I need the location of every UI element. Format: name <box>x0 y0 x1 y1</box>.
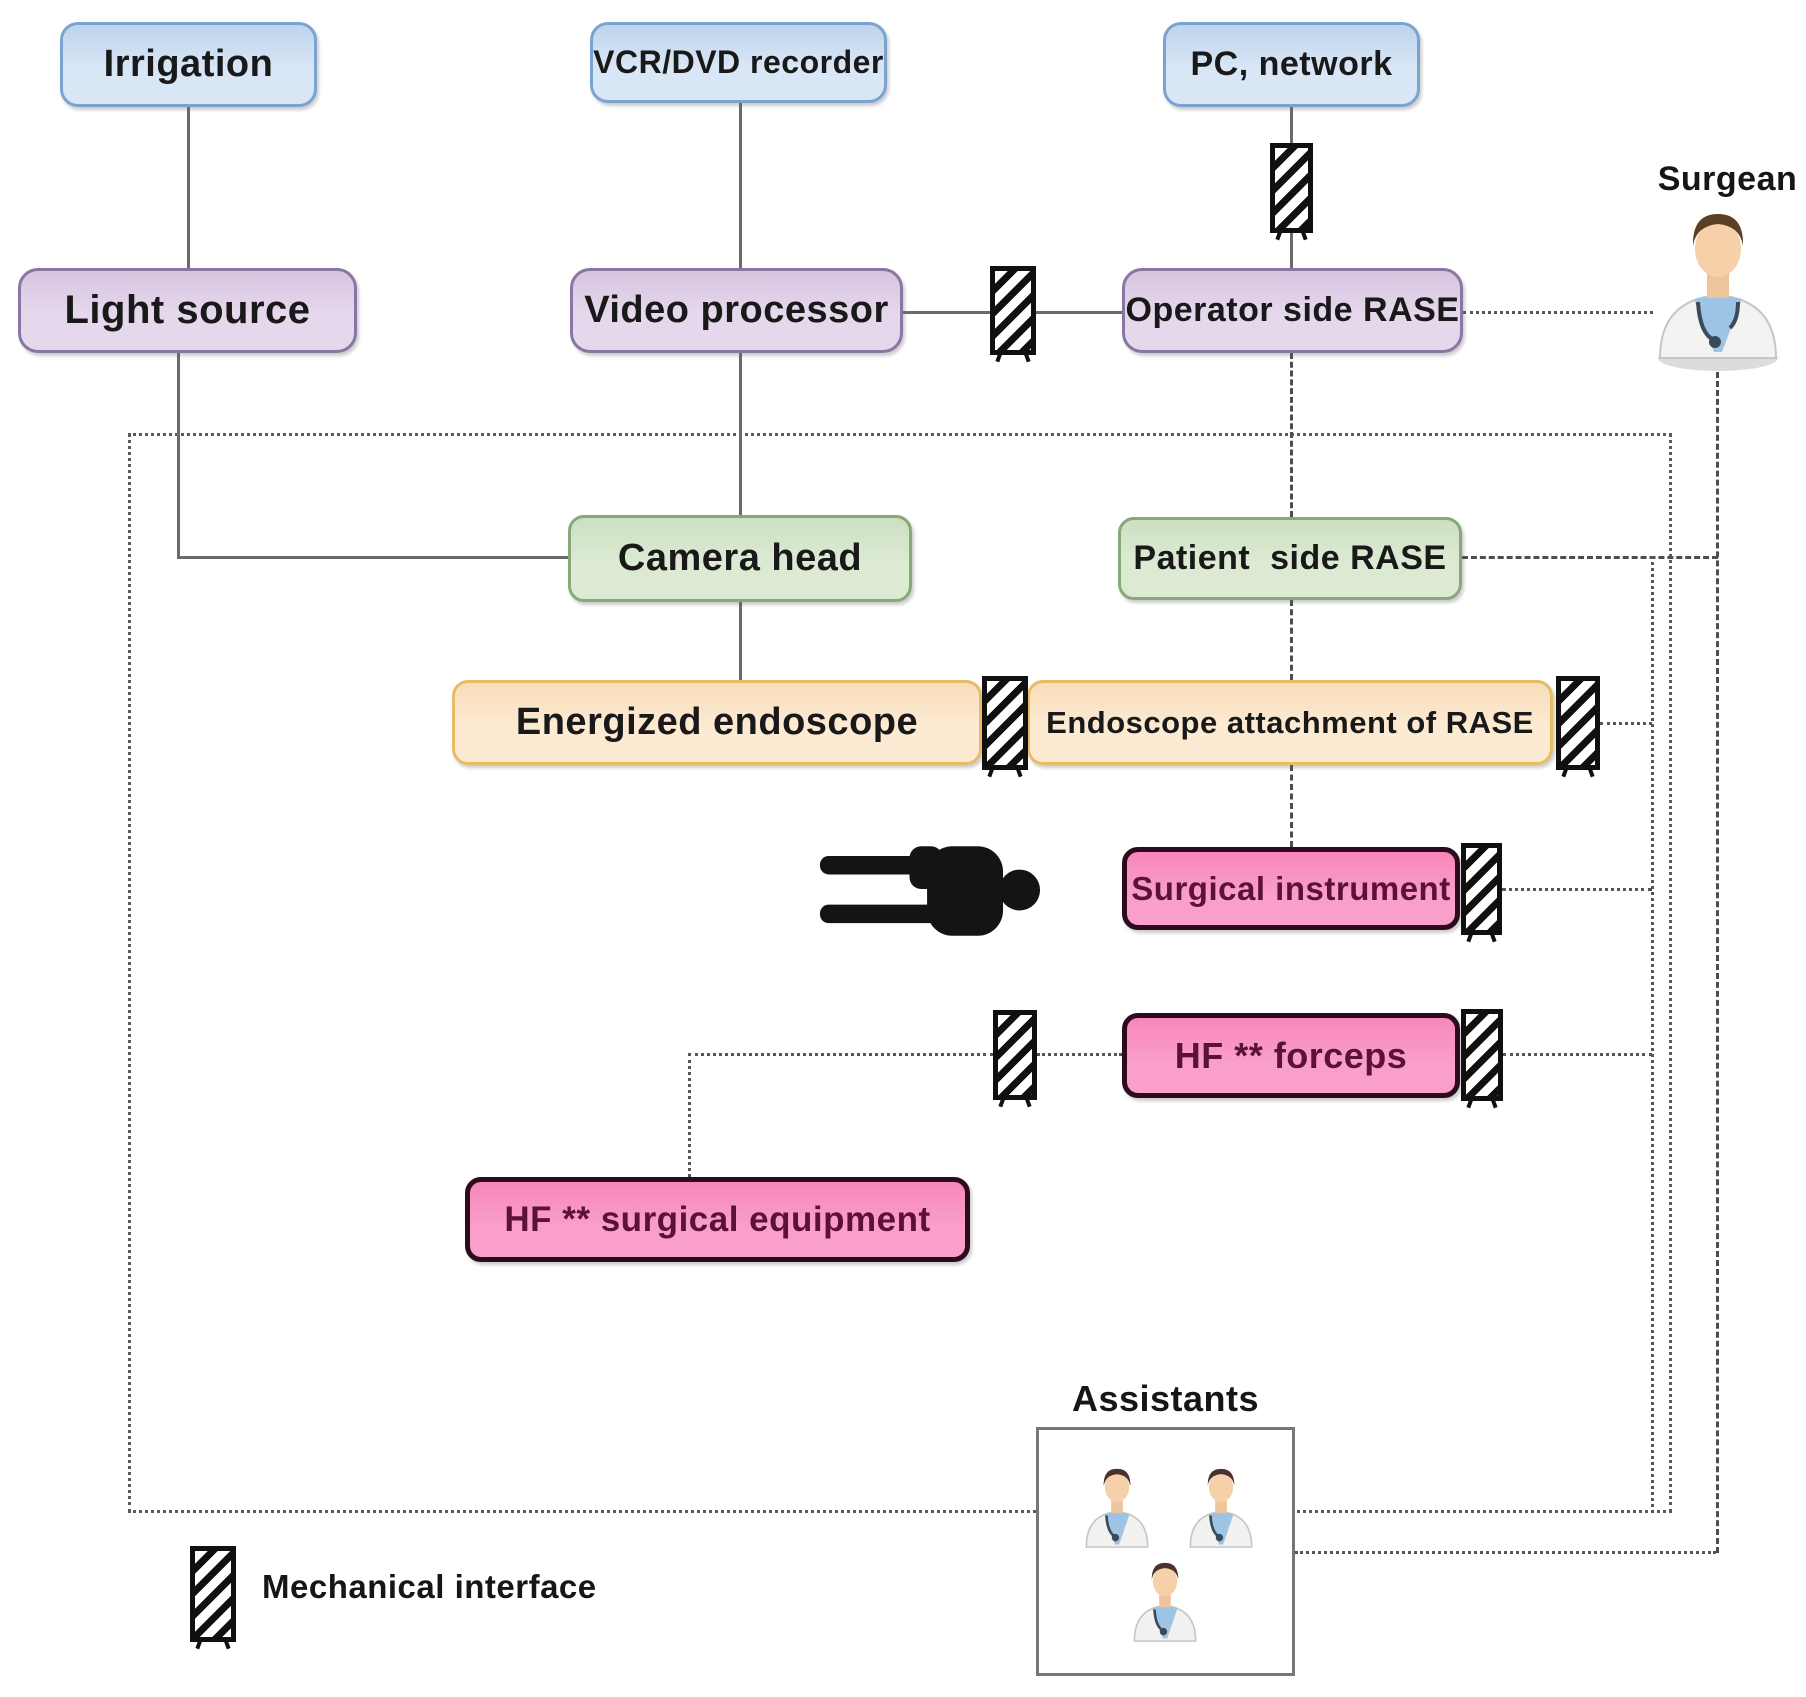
mechanical-interface-icon <box>990 266 1036 355</box>
surgeon-label-text: Surgean <box>1657 160 1798 198</box>
mechanical-interface-icon <box>1461 843 1502 935</box>
box-endoscope-attachment: Endoscope attachment of RASE <box>1027 680 1553 765</box>
connector-mi-forceps <box>1037 1053 1122 1056</box>
box-hf-surgical-equipment-label: HF ** surgical equipment <box>504 1199 931 1239</box>
mechanical-interface-icon <box>1270 143 1313 233</box>
connector-lightsource-camerahead <box>177 556 568 559</box>
patient-icon <box>819 846 1041 936</box>
connector-instruments-bus <box>1651 556 1654 1513</box>
surgeon-icon <box>1658 214 1778 371</box>
connector-attachment-instrument <box>1290 765 1293 847</box>
connector-operatorrase-surgeon <box>1463 311 1653 314</box>
connector-assistants-surgeonline <box>1295 1551 1716 1554</box>
box-patient-side-rase-label: Patient side RASE <box>1133 539 1447 577</box>
box-hf-surgical-equipment: HF ** surgical equipment <box>465 1177 970 1262</box>
legend-mechanical-interface-icon <box>190 1546 236 1642</box>
connector-pc-mi <box>1290 107 1293 147</box>
box-vcr-dvd-recorder-label: VCR/DVD recorder <box>593 44 884 80</box>
box-endoscope-attachment-label: Endoscope attachment of RASE <box>1046 704 1534 740</box>
connector-mi-operatorrase <box>1290 231 1293 268</box>
connector-surgeon-down <box>1716 372 1719 1553</box>
connector-equipment-mi-h <box>688 1053 993 1056</box>
box-energized-endoscope: Energized endoscope <box>452 680 982 765</box>
assistant-icon <box>1189 1468 1253 1548</box>
connector-videoprocessor-mi <box>903 311 990 314</box>
connector-forceps-bus <box>1503 1053 1652 1056</box>
box-operator-side-rase-label: Operator side RASE <box>1125 291 1460 329</box>
mechanical-interface-icon <box>1461 1009 1503 1101</box>
box-patient-side-rase: Patient side RASE <box>1118 517 1462 600</box>
legend-label: Mechanical interface <box>262 1568 682 1606</box>
box-operator-side-rase: Operator side RASE <box>1122 268 1463 353</box>
assistant-icon <box>1133 1562 1197 1642</box>
connector-operatorrase-patientrase <box>1290 353 1293 517</box>
box-hf-forceps-label: HF ** forceps <box>1174 1034 1408 1076</box>
connector-lightsource-down <box>177 353 180 558</box>
mechanical-interface-icon <box>1556 676 1600 770</box>
box-video-processor-label: Video processor <box>584 289 889 331</box>
box-light-source-label: Light source <box>64 288 311 332</box>
box-irrigation: Irrigation <box>60 22 317 107</box>
box-camera-head: Camera head <box>568 515 912 602</box>
connector-vcr-videoprocessor <box>739 103 742 268</box>
box-camera-head-label: Camera head <box>617 537 863 579</box>
surgeon-label: Surgean <box>1640 160 1806 199</box>
box-energized-endoscope-label: Energized endoscope <box>515 701 919 743</box>
box-vcr-dvd-recorder: VCR/DVD recorder <box>590 22 887 103</box>
connector-videoprocessor-camerahead <box>739 353 742 515</box>
connector-patientrase-attachment <box>1290 600 1293 680</box>
assistants-label-text: Assistants <box>1071 1378 1260 1419</box>
box-pc-network-label: PC, network <box>1190 45 1393 83</box>
box-irrigation-label: Irrigation <box>103 43 274 85</box>
connector-instrument-bus <box>1502 888 1652 891</box>
box-hf-forceps: HF ** forceps <box>1122 1013 1460 1098</box>
box-pc-network: PC, network <box>1163 22 1420 107</box>
mechanical-interface-icon <box>982 676 1028 770</box>
patient-environment-boundary <box>128 433 1672 1513</box>
connector-irrigation-lightsource <box>187 107 190 268</box>
connector-equipment-mi-v <box>688 1053 691 1177</box>
assistants-label: Assistants <box>1036 1378 1295 1420</box>
connector-attachment-bus <box>1600 722 1652 725</box>
box-video-processor: Video processor <box>570 268 903 353</box>
box-light-source: Light source <box>18 268 357 353</box>
assistant-icon <box>1085 1468 1149 1548</box>
connector-camerahead-endoscope <box>739 602 742 680</box>
connector-patientrase-right <box>1462 556 1718 559</box>
box-surgical-instrument-label: Surgical instrument <box>1131 869 1451 907</box>
legend-label-text: Mechanical interface <box>262 1568 597 1605</box>
connector-mi-operatorrase-h <box>1036 311 1122 314</box>
mechanical-interface-icon <box>993 1010 1037 1100</box>
box-surgical-instrument: Surgical instrument <box>1122 847 1460 930</box>
